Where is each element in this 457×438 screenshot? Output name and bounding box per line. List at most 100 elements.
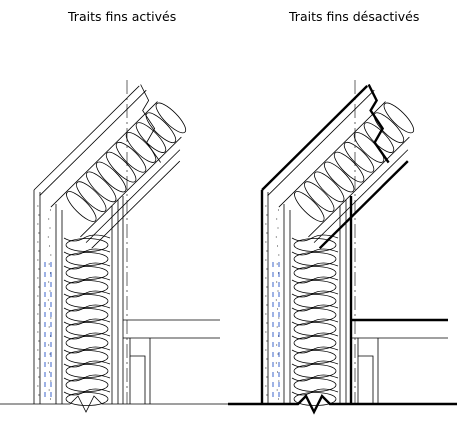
wall-hidden-lines <box>272 262 280 400</box>
joist-outline <box>357 338 374 404</box>
texture-dot <box>276 263 278 265</box>
batt-loop <box>363 122 395 153</box>
texture-dot <box>276 281 278 283</box>
batt-loop <box>65 392 109 406</box>
batt-loop <box>383 102 415 134</box>
batt-loop <box>65 280 109 294</box>
texture-dot <box>276 218 278 220</box>
roof-layers <box>261 83 410 250</box>
batt-loop <box>293 266 337 280</box>
vertical-wall-layers <box>33 190 124 404</box>
batt-wave <box>63 346 111 354</box>
texture-dot <box>265 205 267 207</box>
texture-dot <box>49 245 51 247</box>
batt-loop <box>293 308 337 322</box>
texture-dot <box>38 214 40 216</box>
batt-wave <box>291 234 339 242</box>
batt-wave <box>63 360 111 368</box>
texture-dot <box>49 290 51 292</box>
wall-hidden-lines <box>44 262 52 400</box>
batt-wave <box>63 318 111 326</box>
texture-dot <box>38 358 40 360</box>
texture-dot <box>278 317 280 319</box>
texture-dot <box>266 268 268 270</box>
roof-insulation-batts <box>66 102 187 222</box>
texture-dot <box>48 281 50 283</box>
texture-dot <box>266 286 268 288</box>
batt-loop <box>293 280 337 294</box>
texture-dot <box>49 353 51 355</box>
batt-loop <box>65 378 109 392</box>
batt-wave <box>63 262 111 270</box>
texture-dot <box>37 313 39 315</box>
batt-loop <box>343 141 375 173</box>
caption-thin-lines-on: Traits fins activés <box>68 9 177 24</box>
wall-render-texture <box>37 205 52 400</box>
batt-wave <box>63 248 111 256</box>
floor-assembly <box>123 319 220 404</box>
texture-dot <box>48 389 50 391</box>
batt-loop <box>66 191 97 222</box>
roof-insulation-bottom <box>308 136 410 238</box>
texture-dot <box>277 371 279 373</box>
texture-dot <box>38 250 40 252</box>
texture-dot <box>266 394 268 396</box>
roof-insulation-bottom <box>80 136 182 238</box>
batt-wave <box>291 318 339 326</box>
batt-wave <box>63 388 111 396</box>
batt-loop <box>76 181 107 213</box>
batt-loop <box>65 238 109 252</box>
texture-dot <box>278 380 280 382</box>
texture-dot <box>37 367 39 369</box>
texture-dot <box>50 380 52 382</box>
batt-wave <box>63 276 111 284</box>
texture-dot <box>265 295 267 297</box>
texture-dot <box>265 331 267 333</box>
roof-insulation-top <box>278 101 386 208</box>
texture-dot <box>37 331 39 333</box>
texture-dot <box>50 317 52 319</box>
texture-dot <box>47 299 49 301</box>
roof-outer-face <box>33 85 140 191</box>
batt-wave <box>63 332 111 340</box>
batt-wave <box>291 346 339 354</box>
texture-dot <box>37 385 39 387</box>
roof-inner-face <box>91 160 181 249</box>
roof-sheathing-line <box>39 89 147 196</box>
texture-dot <box>37 205 39 207</box>
texture-dot <box>277 209 279 211</box>
roof-outer-face <box>261 85 369 191</box>
batt-loop <box>155 102 187 134</box>
texture-dot <box>265 367 267 369</box>
texture-dot <box>38 376 40 378</box>
texture-dot <box>277 398 279 400</box>
batt-loop <box>293 392 337 406</box>
roof-inner-face <box>318 160 409 250</box>
texture-dot <box>275 236 277 238</box>
batt-loop <box>65 350 109 364</box>
batt-loop <box>313 171 345 203</box>
base-line <box>0 80 229 413</box>
texture-dot <box>266 250 268 252</box>
batt-loop <box>304 181 335 213</box>
ground-break-line <box>0 395 229 413</box>
batt-wave <box>63 374 111 382</box>
joist-outline <box>129 338 146 404</box>
texture-dot <box>266 214 268 216</box>
batt-loop <box>115 141 147 173</box>
ground-break-line <box>228 393 457 415</box>
texture-dot <box>49 308 51 310</box>
batt-loop <box>65 294 109 308</box>
texture-dot <box>47 362 49 364</box>
batt-loop <box>293 336 337 350</box>
batt-loop <box>293 322 337 336</box>
texture-dot <box>37 349 39 351</box>
batt-wave <box>291 374 339 382</box>
texture-dot <box>48 263 50 265</box>
batt-loop <box>65 364 109 378</box>
texture-dot <box>277 308 279 310</box>
batt-loop <box>294 191 325 222</box>
wall-insulation-batts <box>63 234 111 406</box>
caption-thin-lines-off: Traits fins désactivés <box>289 9 420 24</box>
batt-wave <box>291 304 339 312</box>
